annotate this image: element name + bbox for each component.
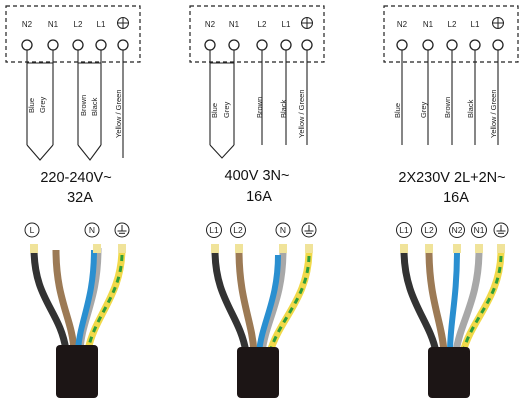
code-n-marker: N [84,222,100,238]
wire-label-black: Black [279,99,288,118]
svg-text:N: N [89,225,95,235]
terminal-labels: N2 N1 L2 L1 [397,20,480,29]
wire-color-labels: Blue Grey Brown Black Yellow / Green [393,89,498,138]
wire-blue [447,249,460,353]
connector-codes: L1 L2 N [206,222,317,238]
wire-brown [52,249,78,351]
wire-black [400,249,440,353]
wire-grey [452,249,483,353]
panel-220-240v: N2 N1 L2 L1 Blue G [5,5,141,398]
wire-label-yellow-green: Yellow / Green [489,89,498,138]
spec-voltage: 400V 3N~ [225,168,290,184]
wire-label-blue: Blue [210,103,219,118]
spec-current: 16A [246,189,272,205]
earth-marker-icon [114,222,130,238]
wire-brown [425,249,448,353]
panel-400v-3n: N2 N1 L2 L1 Blue Grey Brown Black [189,5,325,398]
spec-voltage: 2X230V 2L+2N~ [398,170,505,186]
cable-sheath [56,345,98,398]
terminal-label-l2: L2 [448,20,457,29]
earth-symbol-icon [492,17,504,29]
wire-label-black: Black [90,97,99,116]
wire-label-blue: Blue [393,103,402,118]
cable-sheath [237,347,279,398]
terminal-screws [21,39,129,51]
spec-current: 16A [443,190,469,206]
terminal-label-n1: N1 [229,20,240,29]
terminal-label-n1: N1 [48,20,59,29]
svg-text:N: N [280,225,286,235]
svg-text:L1: L1 [209,225,219,235]
earth-marker-icon [493,222,509,238]
svg-text:L2: L2 [424,225,434,235]
cable-illustration [400,244,505,398]
svg-text:N1: N1 [474,225,485,235]
terminal-screws [204,39,313,51]
wire-blue [256,254,281,353]
code-l1-marker: L1 [206,222,222,238]
code-l2-marker: L2 [230,222,246,238]
terminal-label-l1: L1 [471,20,480,29]
wire-label-brown: Brown [79,95,88,116]
code-l1-marker: L1 [396,222,412,238]
spec-current: 32A [67,190,93,206]
terminal-wires [26,50,124,161]
wire-label-brown: Brown [443,97,452,118]
terminal-labels: N2 N1 L2 L1 [205,20,291,29]
terminal-labels: N2 N1 L2 L1 [22,20,106,29]
wire-label-grey: Grey [222,101,231,118]
svg-text:L: L [30,225,35,235]
svg-text:L2: L2 [233,225,243,235]
terminal-label-n2: N2 [397,20,408,29]
code-n1-marker: N1 [471,222,487,238]
code-l2-marker: L2 [421,222,437,238]
terminal-block-box [383,5,519,63]
connector-codes: L1 L2 N2 N1 [396,222,509,238]
earth-marker-icon [301,222,317,238]
terminal-wires [209,50,308,159]
wire-blue [75,249,97,351]
panel-2x230v: N2 N1 L2 L1 Blue Grey Brown Black Yellow… [383,5,519,398]
wire-black [30,244,70,354]
svg-text:N2: N2 [452,225,463,235]
cable-sheath [428,347,470,398]
earth-symbol-icon [301,17,313,29]
terminal-label-l2: L2 [74,20,83,29]
connector-codes: L N [24,222,130,238]
terminal-block-box [189,5,325,63]
terminal-label-l1: L1 [282,20,291,29]
wire-brown [235,249,258,353]
cable-illustration [211,244,313,398]
terminal-wires [401,50,499,145]
terminal-label-n1: N1 [423,20,434,29]
terminal-screws [396,39,504,51]
cable-illustration [30,244,126,398]
terminal-label-l1: L1 [97,20,106,29]
svg-text:L1: L1 [399,225,409,235]
code-l-marker: L [24,222,40,238]
code-n-marker: N [275,222,291,238]
terminal-label-n2: N2 [205,20,216,29]
wire-label-grey: Grey [38,96,47,113]
terminal-label-n2: N2 [22,20,33,29]
code-n2-marker: N2 [449,222,465,238]
wire-grey [258,249,287,353]
wire-label-brown: Brown [255,97,264,118]
wire-label-blue: Blue [27,98,36,113]
earth-symbol-icon [117,17,129,29]
terminal-block-box [5,5,141,63]
spec-voltage: 220-240V~ [40,170,111,186]
wire-label-yellow-green: Yellow / Green [114,89,123,138]
wire-color-labels: Blue Grey Brown Black Yellow / Green [210,89,306,138]
wire-color-labels: Blue Grey Brown Black Yellow / Green [27,89,123,138]
wire-black [211,249,250,353]
wire-label-yellow-green: Yellow / Green [297,89,306,138]
terminal-label-l2: L2 [258,20,267,29]
wire-label-grey: Grey [419,101,428,118]
wire-label-black: Black [466,99,475,118]
